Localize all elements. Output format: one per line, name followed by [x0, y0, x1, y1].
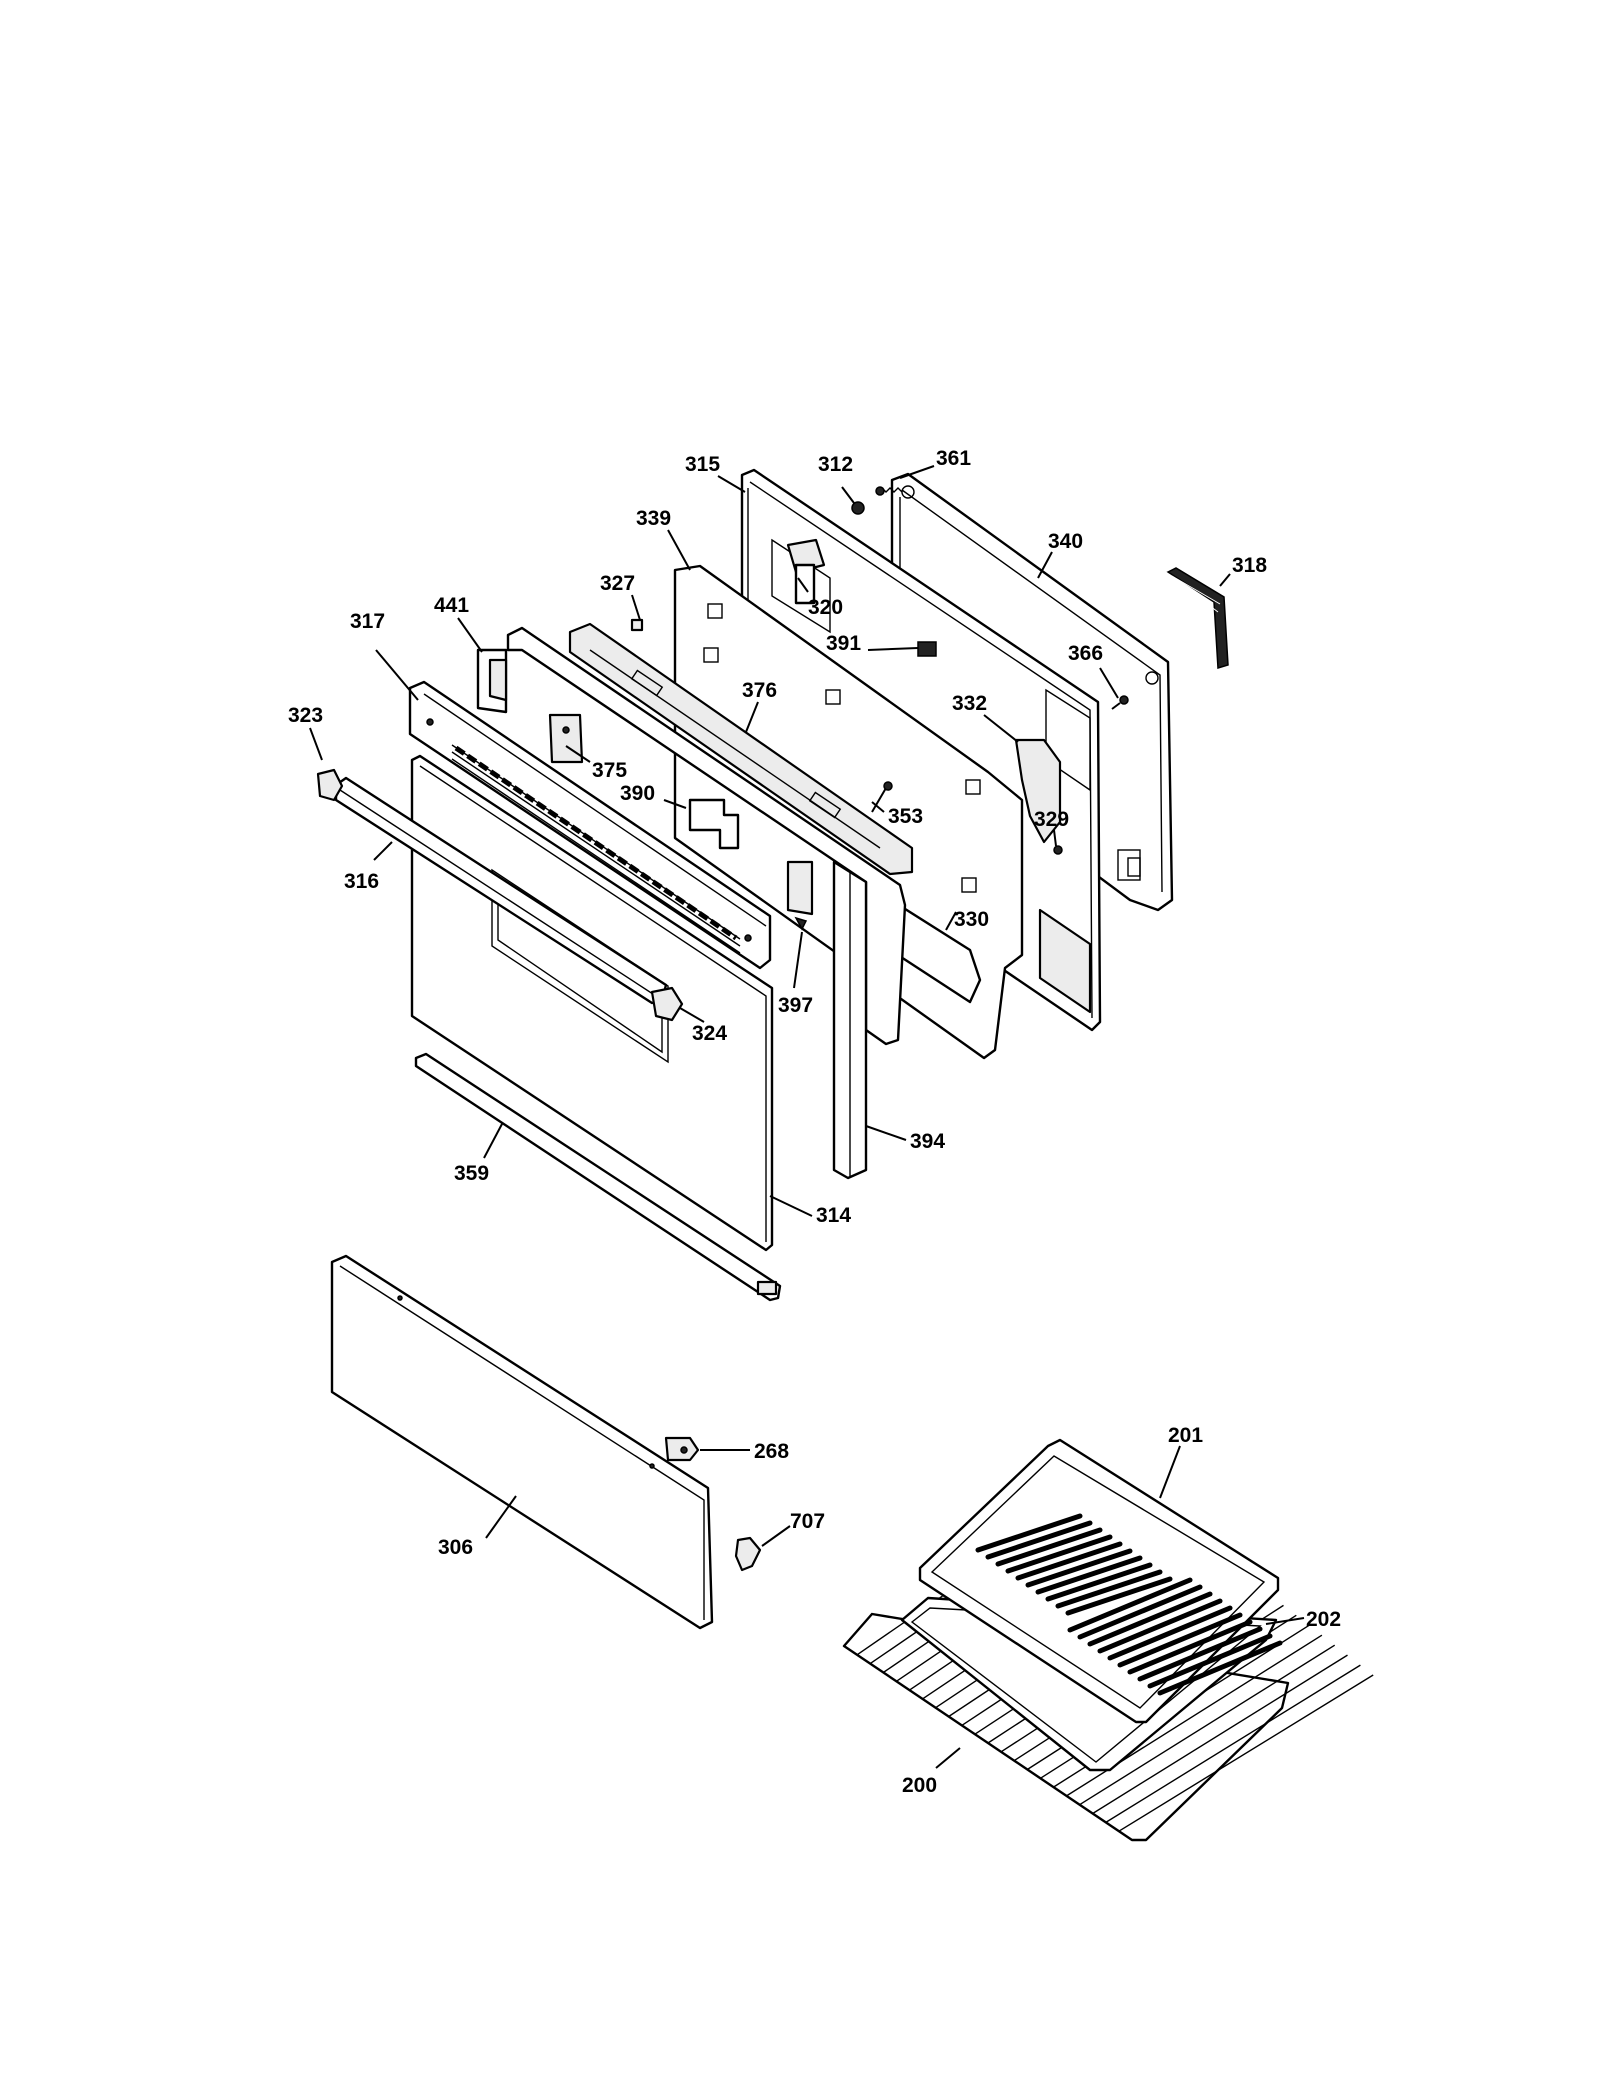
- screw-327: [630, 618, 644, 632]
- grid-slot: [1025, 1548, 1133, 1588]
- label-323: 323: [288, 704, 323, 727]
- label-390: 390: [620, 782, 655, 805]
- label-353: 353: [888, 805, 923, 828]
- hinge-bracket-441: [476, 648, 508, 714]
- grid-slot: [975, 1513, 1083, 1553]
- label-306: 306: [438, 1536, 473, 1559]
- hinge-bracket-320: [786, 538, 826, 605]
- label-397: 397: [778, 994, 813, 1017]
- grid-slot: [1087, 1591, 1213, 1647]
- hinge-375: [548, 713, 584, 764]
- clip-391: [917, 641, 937, 657]
- side-rail-394: [832, 860, 868, 1180]
- label-376: 376: [742, 679, 777, 702]
- leader-lines: [309, 465, 1305, 1769]
- bracket-707: [734, 1536, 762, 1572]
- label-268: 268: [754, 1440, 789, 1463]
- label-359: 359: [454, 1162, 489, 1185]
- screw-329: [1053, 845, 1063, 855]
- label-315: 315: [685, 453, 720, 476]
- vent-trim-317: [408, 680, 772, 970]
- screw-353: [871, 781, 893, 813]
- clip-268: [664, 1436, 700, 1462]
- screw-366: [1111, 695, 1129, 710]
- label-375: 375: [592, 759, 627, 782]
- rack-wire: [1105, 1664, 1361, 1823]
- grid-slot: [1097, 1598, 1223, 1654]
- label-316: 316: [344, 870, 379, 893]
- door-frame-376: [506, 622, 914, 1046]
- label-327: 327: [600, 572, 635, 595]
- label-320: 320: [808, 596, 843, 619]
- label-318: 318: [1232, 554, 1267, 577]
- drawer-panel-306: [330, 1254, 714, 1630]
- label-707: 707: [790, 1510, 825, 1533]
- label-312: 312: [818, 453, 853, 476]
- door-gasket-318: [1166, 567, 1229, 669]
- grid-slot: [1067, 1577, 1193, 1633]
- label-200: 200: [902, 1774, 937, 1797]
- label-317: 317: [350, 610, 385, 633]
- label-441: 441: [434, 594, 469, 617]
- rack-wire: [1118, 1674, 1374, 1832]
- label-314: 314: [816, 1204, 851, 1227]
- grid-slot: [1055, 1569, 1163, 1609]
- grid-slot: [1107, 1605, 1233, 1661]
- end-cap-323: [316, 768, 344, 802]
- label-361: 361: [936, 447, 971, 470]
- spring-361: [875, 486, 903, 496]
- label-394: 394: [910, 1130, 945, 1153]
- grid-slot: [1005, 1534, 1113, 1574]
- label-391: 391: [826, 632, 861, 655]
- grid-slot: [1157, 1640, 1283, 1696]
- grid-slot: [1015, 1541, 1123, 1581]
- grid-slot: [1045, 1562, 1153, 1602]
- label-202: 202: [1306, 1608, 1341, 1631]
- screw-312: [851, 501, 865, 515]
- rack-wire: [1092, 1654, 1348, 1815]
- grid-slot: [1137, 1626, 1263, 1682]
- grid-slot: [985, 1520, 1093, 1560]
- end-cap-324: [650, 986, 684, 1022]
- bracket-332: [1014, 738, 1062, 844]
- part-number-labels: 315 312 361 339 340 318 327 320 441 317 …: [288, 447, 1341, 1797]
- label-332: 332: [952, 692, 987, 715]
- label-201: 201: [1168, 1424, 1203, 1447]
- broiler-grid-201: [918, 1438, 1283, 1724]
- grid-slot: [1077, 1584, 1203, 1640]
- label-340: 340: [1048, 530, 1083, 553]
- grid-slot: [1127, 1619, 1253, 1675]
- bottom-trim-359: [414, 1052, 782, 1302]
- bracket-390: [688, 798, 740, 850]
- label-339: 339: [636, 507, 671, 530]
- label-366: 366: [1068, 642, 1103, 665]
- label-329: 329: [1034, 808, 1069, 831]
- rack-wire: [1079, 1644, 1336, 1806]
- grid-slot: [1065, 1576, 1173, 1616]
- grid-slot: [1035, 1555, 1143, 1595]
- vent-slots: [451, 744, 741, 954]
- screw-397: [794, 916, 808, 931]
- grid-slot: [1147, 1633, 1273, 1689]
- label-324: 324: [692, 1022, 727, 1045]
- grid-slot: [995, 1527, 1103, 1567]
- label-330: 330: [954, 908, 989, 931]
- hinge-bracket-right: [786, 860, 814, 916]
- grid-slot: [1117, 1612, 1243, 1668]
